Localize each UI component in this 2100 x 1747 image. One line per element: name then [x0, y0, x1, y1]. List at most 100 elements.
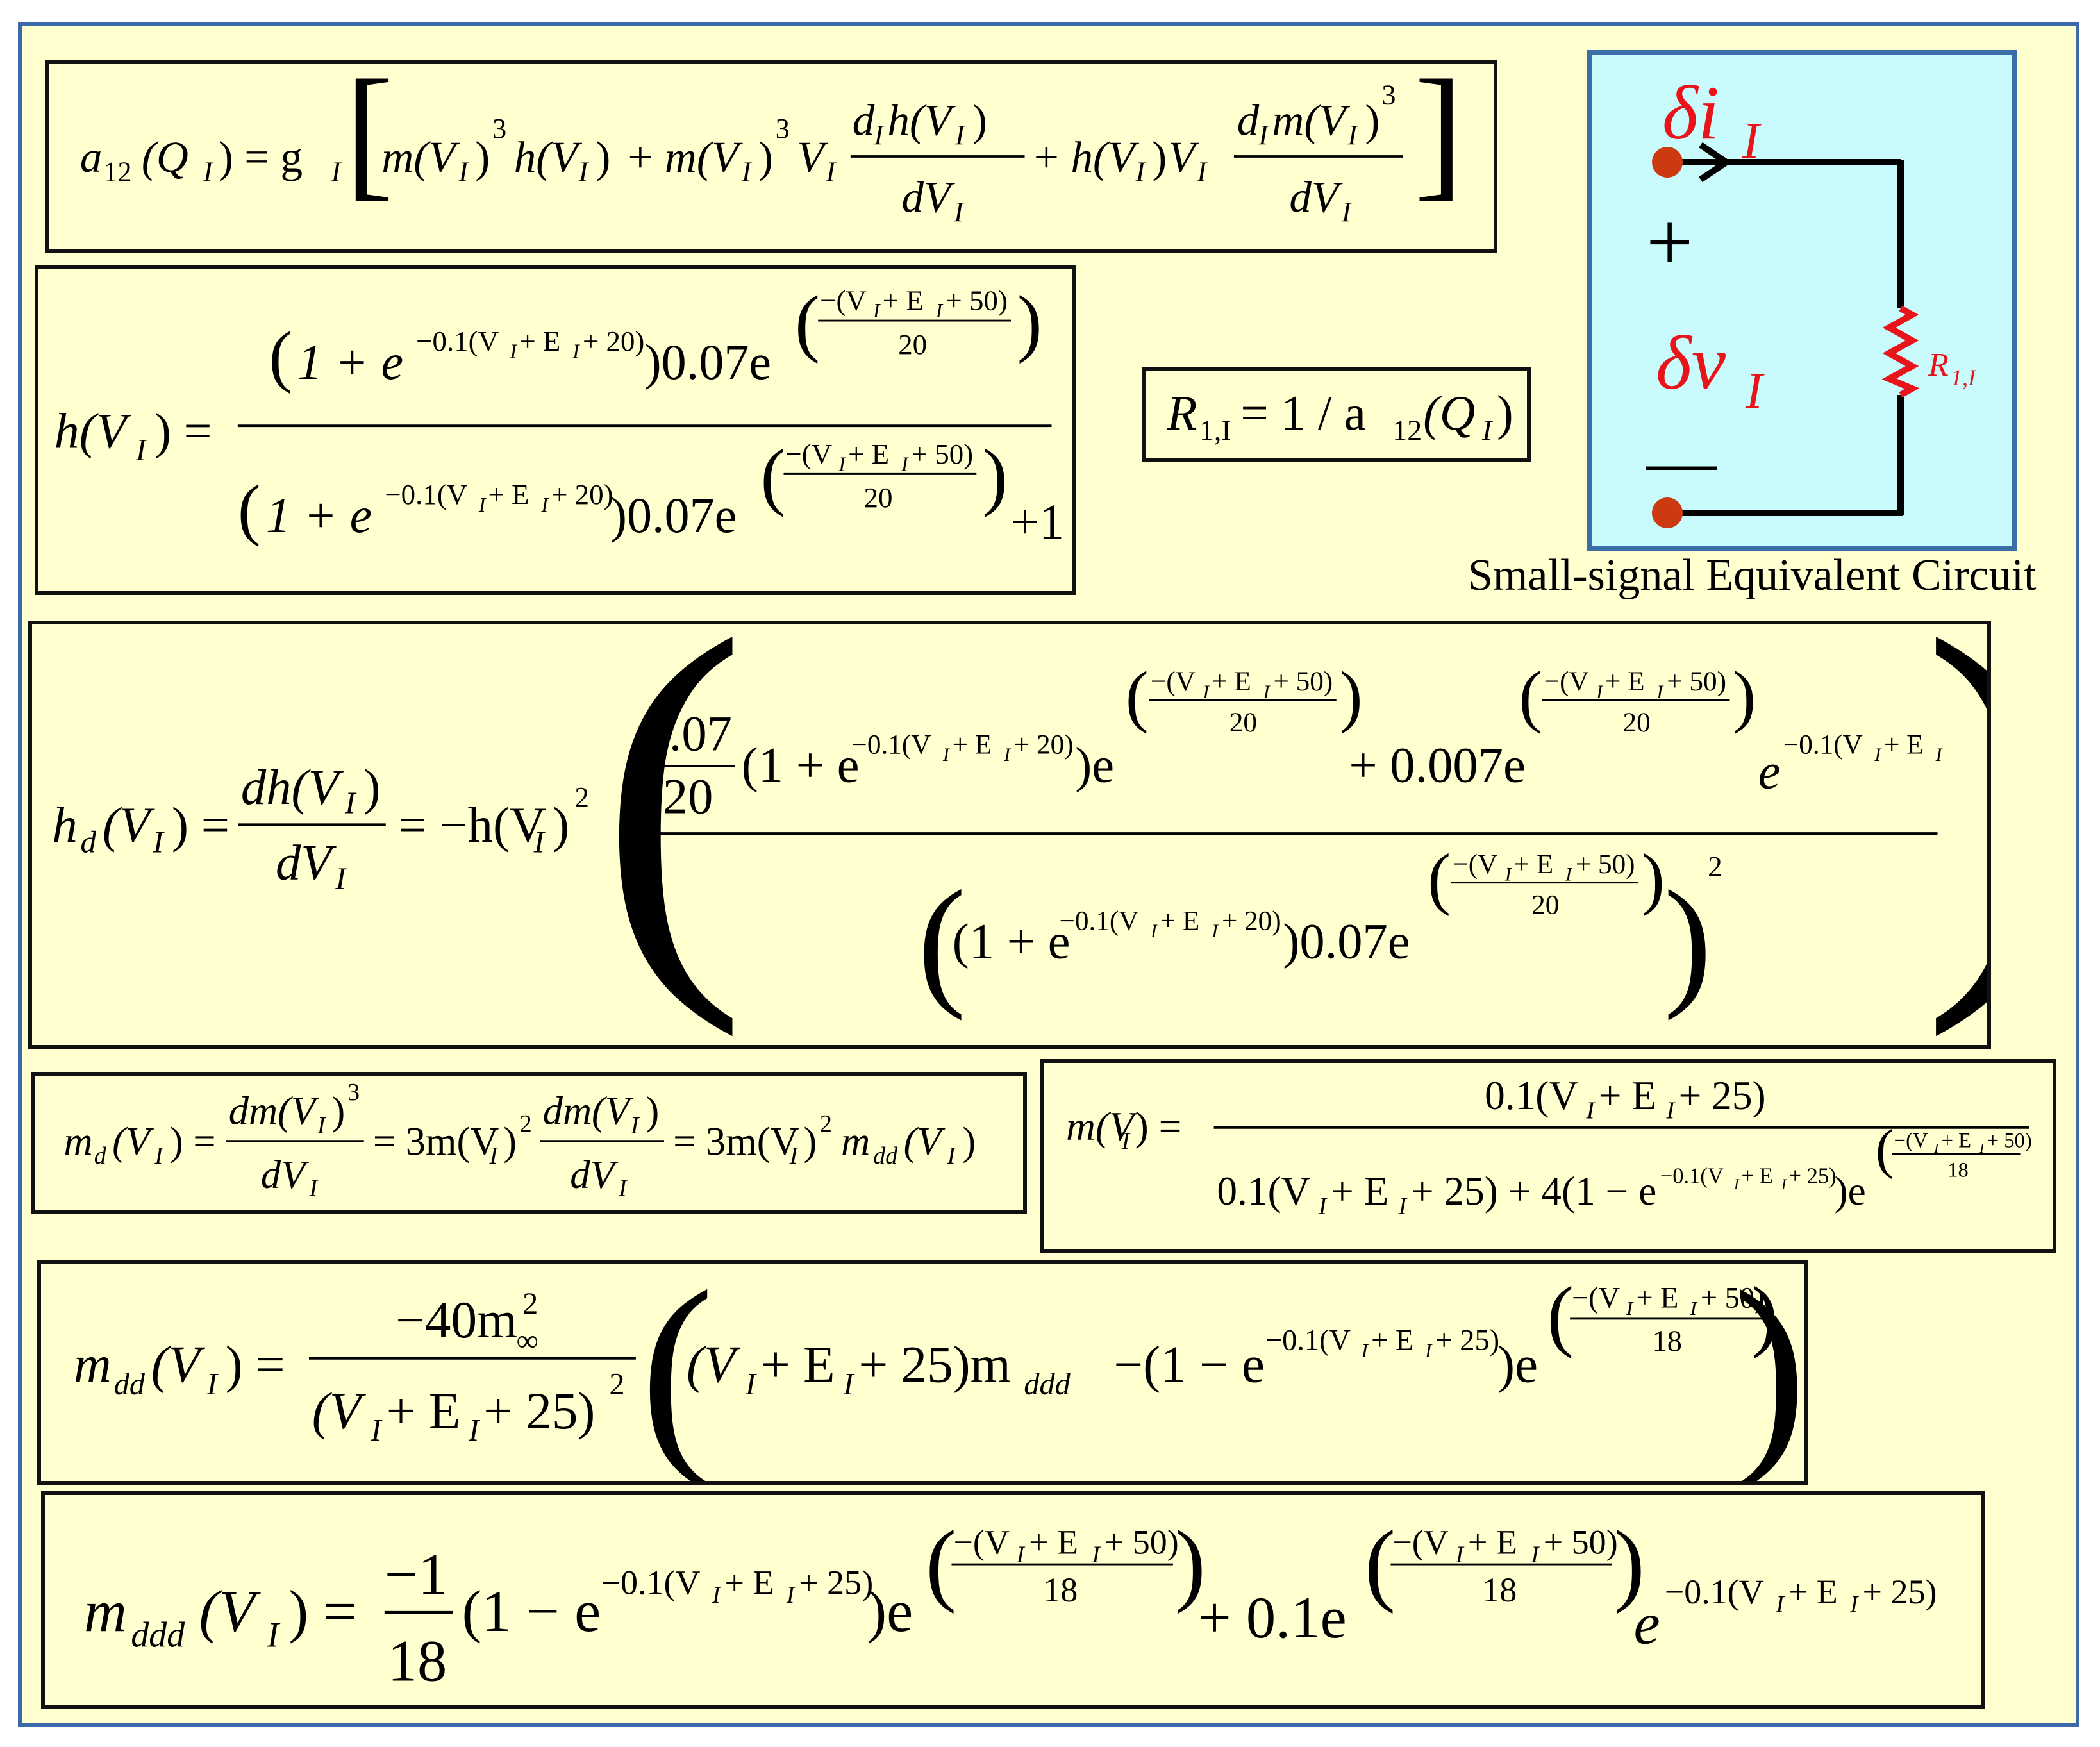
- svg-text:(: (: [269, 318, 292, 394]
- svg-text:I: I: [1455, 1541, 1465, 1567]
- svg-text:I: I: [1211, 921, 1219, 942]
- svg-text:+ 50): + 50): [1544, 1523, 1618, 1562]
- svg-text:m(V: m(V: [1066, 1104, 1138, 1149]
- svg-text:+ 50): + 50): [1104, 1523, 1179, 1562]
- svg-text:(: (: [1876, 1118, 1894, 1180]
- svg-text:I: I: [309, 1174, 319, 1201]
- svg-text:2: 2: [522, 1287, 538, 1321]
- svg-text:+ 25): + 25): [1436, 1324, 1500, 1357]
- svg-text:+ E: + E: [1599, 1073, 1656, 1118]
- svg-text:I: I: [1258, 119, 1269, 151]
- svg-text:+ 20): + 20): [1222, 906, 1281, 936]
- svg-text:+ E: + E: [1371, 1324, 1413, 1357]
- svg-text:): ): [475, 132, 490, 181]
- svg-text:+ E: + E: [1212, 667, 1251, 697]
- svg-text:(: (: [1519, 658, 1542, 734]
- equation-m-box: m(V I ) = 0.1(V I + E I + 25) 0.1(V I + …: [1040, 1059, 2056, 1253]
- svg-text:12: 12: [103, 156, 131, 187]
- svg-text:(1 − e: (1 − e: [462, 1578, 601, 1644]
- svg-text:−(V: −(V: [1453, 849, 1497, 880]
- svg-text:h(V: h(V: [54, 403, 132, 458]
- svg-text:18: 18: [388, 1628, 447, 1694]
- small-signal-circuit: δi I + δv I — R 1,I: [1587, 50, 2017, 551]
- equation-h-box: h(V I ) = ( 1 + e −0.1(V I + E I + 20) )…: [35, 265, 1076, 595]
- svg-text:I: I: [152, 824, 165, 859]
- svg-text:I: I: [1742, 113, 1762, 169]
- svg-text:I: I: [1935, 745, 1943, 765]
- svg-text:−(V: −(V: [785, 438, 832, 470]
- svg-text:+ E: + E: [1788, 1573, 1838, 1611]
- svg-text:): ): [646, 1089, 660, 1133]
- svg-text:+ E: + E: [724, 1563, 774, 1601]
- svg-text:−(V: −(V: [953, 1523, 1009, 1562]
- svg-text:(: (: [640, 1264, 715, 1481]
- svg-text:): ): [1642, 840, 1665, 917]
- svg-text:e: e: [1634, 1591, 1660, 1657]
- svg-text:20: 20: [663, 769, 713, 824]
- svg-text:) = g: ) = g: [219, 132, 303, 181]
- svg-text:d: d: [1237, 95, 1260, 144]
- svg-text:+ 50): + 50): [1273, 667, 1333, 697]
- svg-text:+ E: + E: [1605, 667, 1645, 697]
- svg-text:∞: ∞: [516, 1324, 538, 1358]
- svg-text:I: I: [1202, 682, 1210, 703]
- svg-text:I: I: [745, 1367, 757, 1401]
- svg-text:(: (: [926, 1512, 956, 1614]
- svg-text:V: V: [1168, 132, 1199, 181]
- svg-text:+: +: [628, 132, 653, 181]
- svg-text:I: I: [942, 745, 950, 765]
- svg-text:I: I: [712, 1582, 721, 1608]
- svg-text:I: I: [1656, 682, 1664, 703]
- svg-text:−0.1(V: −0.1(V: [1665, 1573, 1764, 1611]
- svg-text:0.1(V: 0.1(V: [1485, 1073, 1578, 1118]
- svg-text:(1 + e: (1 + e: [953, 913, 1071, 969]
- svg-text:I: I: [872, 299, 881, 322]
- svg-text:I: I: [1121, 1128, 1131, 1155]
- svg-text:)0.07e: )0.07e: [645, 334, 771, 390]
- svg-text:I: I: [901, 453, 909, 475]
- svg-text:I: I: [1979, 1141, 1985, 1156]
- svg-text:(1 + e: (1 + e: [742, 737, 860, 793]
- svg-text:): ): [553, 797, 569, 853]
- svg-text:−(V: −(V: [1894, 1130, 1928, 1153]
- svg-text:18: 18: [1482, 1571, 1517, 1609]
- svg-text:h(V: h(V: [1071, 132, 1140, 181]
- svg-text:h(V: h(V: [887, 95, 956, 144]
- svg-text:): ): [1733, 658, 1756, 734]
- svg-text:): ): [1175, 1512, 1206, 1614]
- svg-text:+ 25): + 25): [1679, 1073, 1766, 1118]
- svg-text:+ E: + E: [387, 1382, 461, 1440]
- svg-text:d: d: [81, 824, 97, 859]
- svg-text:(V: (V: [312, 1382, 367, 1440]
- svg-text:I: I: [630, 1112, 640, 1139]
- svg-text:I: I: [1849, 1591, 1859, 1617]
- svg-text:−40m: −40m: [396, 1291, 517, 1349]
- svg-text:I: I: [1874, 745, 1881, 765]
- svg-text:(: (: [600, 624, 747, 1039]
- svg-text:I: I: [1596, 682, 1603, 703]
- svg-text:): ): [1152, 132, 1167, 181]
- svg-text:+ E: + E: [1742, 1164, 1773, 1188]
- svg-text:dV: dV: [570, 1152, 619, 1197]
- svg-text:I: I: [510, 340, 518, 363]
- svg-text:+ E: + E: [519, 325, 560, 357]
- svg-text:(Q: (Q: [142, 132, 188, 181]
- svg-text:): ): [1365, 95, 1379, 144]
- svg-text:dV: dV: [261, 1152, 310, 1197]
- svg-text:m: m: [63, 1119, 92, 1164]
- svg-text:I: I: [468, 1414, 480, 1448]
- svg-text:m: m: [841, 1119, 870, 1164]
- svg-text:1 + e: 1 + e: [297, 334, 404, 390]
- svg-text:h: h: [52, 797, 77, 853]
- svg-text:I: I: [1504, 865, 1512, 885]
- svg-text:20: 20: [898, 328, 927, 360]
- svg-text:+ 20): + 20): [1014, 730, 1074, 760]
- svg-text:ddd: ddd: [131, 1615, 185, 1655]
- svg-text:I: I: [1745, 363, 1765, 419]
- svg-text:I: I: [954, 119, 966, 151]
- equation-R-box: R 1,I = 1 / a 12 (Q I ): [1142, 367, 1531, 462]
- svg-text:+ E: + E: [1331, 1169, 1388, 1214]
- svg-text:−0.1(V: −0.1(V: [1783, 730, 1863, 760]
- svg-text:+ 20): + 20): [583, 325, 644, 357]
- svg-text:I: I: [267, 1615, 281, 1655]
